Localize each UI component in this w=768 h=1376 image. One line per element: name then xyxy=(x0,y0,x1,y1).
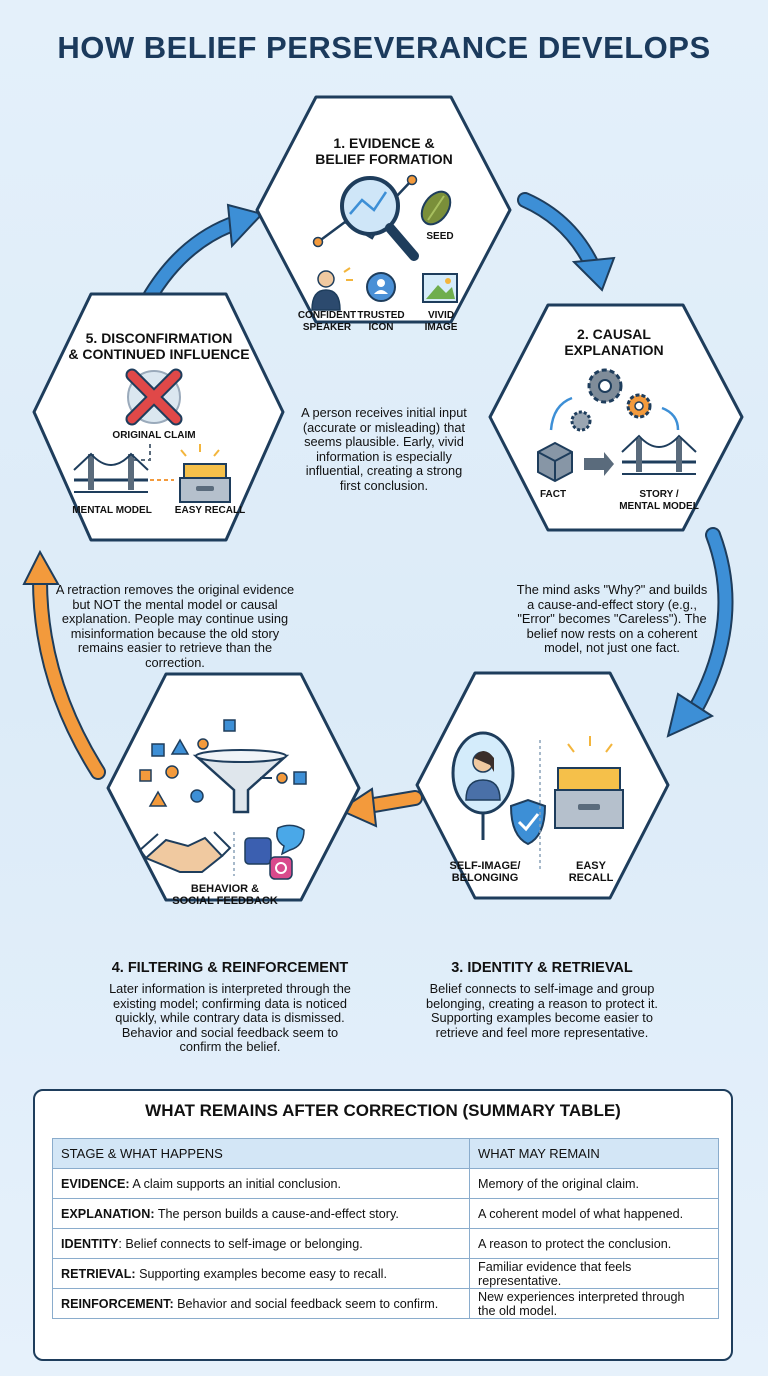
stage-hexagons xyxy=(32,95,744,902)
mirror-person-icon xyxy=(451,731,515,840)
stage-term: EVIDENCE: xyxy=(61,1176,130,1191)
speaker-icon xyxy=(311,267,353,311)
stage-3-hexagon xyxy=(415,671,670,900)
table-cell-happens: REINFORCEMENT: Behavior and social feedb… xyxy=(52,1288,470,1319)
happens-text: : Belief connects to self-image or belon… xyxy=(118,1236,363,1251)
column-header-stage: STAGE & WHAT HAPPENS xyxy=(52,1138,470,1169)
trusted-icon-label: TRUSTED ICON xyxy=(357,310,405,333)
stage-3-description: Belief connects to self-image and group … xyxy=(426,981,658,1040)
seed-label: SEED xyxy=(426,231,454,242)
stage-4-description: Later information is interpreted through… xyxy=(109,981,351,1055)
image-icon xyxy=(422,273,458,303)
stage-1-description: A person receives initial input (accurat… xyxy=(301,405,467,493)
stage-1-title: 1. EVIDENCE & BELIEF FORMATION xyxy=(315,135,453,167)
red-x-icon xyxy=(125,368,183,426)
table-cell-happens: IDENTITY: Belief connects to self-image … xyxy=(52,1228,470,1259)
stage-2-title: 2. CAUSAL EXPLANATION xyxy=(564,326,664,358)
original-claim-label: ORIGINAL CLAIM xyxy=(112,430,196,441)
stage-term: IDENTITY xyxy=(61,1236,119,1251)
summary-table: STAGE & WHAT HAPPENS WHAT MAY REMAIN EVI… xyxy=(52,1138,719,1319)
gears-icon xyxy=(549,368,680,432)
table-row: EVIDENCE: A claim supports an initial co… xyxy=(52,1168,719,1199)
table-row: IDENTITY: Belief connects to self-image … xyxy=(52,1228,719,1259)
happens-text: A claim supports an initial conclusion. xyxy=(132,1176,341,1191)
stage-term: EXPLANATION: xyxy=(61,1206,155,1221)
happens-text: The person builds a cause-and-effect sto… xyxy=(157,1206,399,1221)
social-icon xyxy=(244,824,305,880)
fact-label: FACT xyxy=(539,489,567,500)
summary-panel: WHAT REMAINS AFTER CORRECTION (SUMMARY T… xyxy=(33,1089,733,1361)
stage-term: RETRIEVAL: xyxy=(61,1266,136,1281)
stage-3-title: 3. IDENTITY & RETRIEVAL xyxy=(451,960,633,976)
easy-recall-label-stage5: EASY RECALL xyxy=(174,505,246,516)
stage-5-title: 5. DISCONFIRMATION & CONTINUED INFLUENCE xyxy=(68,330,250,362)
table-cell-happens: EXPLANATION: The person builds a cause-a… xyxy=(52,1198,470,1229)
bridge-icon-stage5 xyxy=(73,452,149,493)
table-cell-remains: New experiences interpreted through the … xyxy=(469,1288,719,1319)
table-cell-remains: A coherent model of what happened. xyxy=(469,1198,719,1229)
shield-check-icon xyxy=(509,798,547,846)
stage-5-description: A retraction removes the original eviden… xyxy=(55,582,295,670)
table-row: RETRIEVAL: Supporting examples become ea… xyxy=(52,1258,719,1289)
easy-recall-label: EASY RECALL xyxy=(568,860,614,884)
stage-2-description: The mind asks "Why?" and builds a cause-… xyxy=(516,582,708,656)
table-cell-remains: Memory of the original claim. xyxy=(469,1168,719,1199)
mental-model-label: MENTAL MODEL xyxy=(72,505,152,516)
happens-text: Behavior and social feedback seem to con… xyxy=(177,1296,439,1311)
stage-4-title: 4. FILTERING & REINFORCEMENT xyxy=(111,960,349,976)
trusted-badge-icon xyxy=(366,272,396,302)
magnifier-chart-icon xyxy=(312,174,419,261)
behavior-social-feedback-label: BEHAVIOR & SOCIAL FEEDBACK xyxy=(172,883,278,907)
table-cell-remains: Familiar evidence that feels representat… xyxy=(469,1258,719,1289)
summary-title: WHAT REMAINS AFTER CORRECTION (SUMMARY T… xyxy=(145,1101,621,1120)
table-cell-happens: EVIDENCE: A claim supports an initial co… xyxy=(52,1168,470,1199)
bridge-icon-stage2 xyxy=(621,434,697,475)
seed-icon xyxy=(420,190,452,226)
table-cell-remains: A reason to protect the conclusion. xyxy=(469,1228,719,1259)
stage-term: REINFORCEMENT: xyxy=(61,1296,174,1311)
funnel-icon xyxy=(139,719,307,814)
table-cell-happens: RETRIEVAL: Supporting examples become ea… xyxy=(52,1258,470,1289)
confident-speaker-label: CONFIDENT SPEAKER xyxy=(297,310,357,333)
handshake-icon xyxy=(138,831,232,873)
cycle-arrows xyxy=(22,192,734,828)
table-row: EXPLANATION: The person builds a cause-a… xyxy=(52,1198,719,1229)
self-image-label: SELF-IMAGE/ BELONGING xyxy=(449,860,521,884)
table-header-row: STAGE & WHAT HAPPENS WHAT MAY REMAIN xyxy=(52,1138,719,1169)
happens-text: Supporting examples become easy to recal… xyxy=(139,1266,387,1281)
vivid-image-label: VIVID IMAGE xyxy=(424,310,458,333)
page-title: HOW BELIEF PERSEVERANCE DEVELOPS xyxy=(57,30,711,65)
drawer-icon-stage3 xyxy=(554,736,624,829)
column-header-remains: WHAT MAY REMAIN xyxy=(469,1138,719,1169)
story-mental-model-label: STORY / MENTAL MODEL xyxy=(619,489,699,512)
drawer-icon-stage5 xyxy=(179,444,231,503)
cube-icon xyxy=(537,441,614,483)
table-row: REINFORCEMENT: Behavior and social feedb… xyxy=(52,1288,719,1319)
